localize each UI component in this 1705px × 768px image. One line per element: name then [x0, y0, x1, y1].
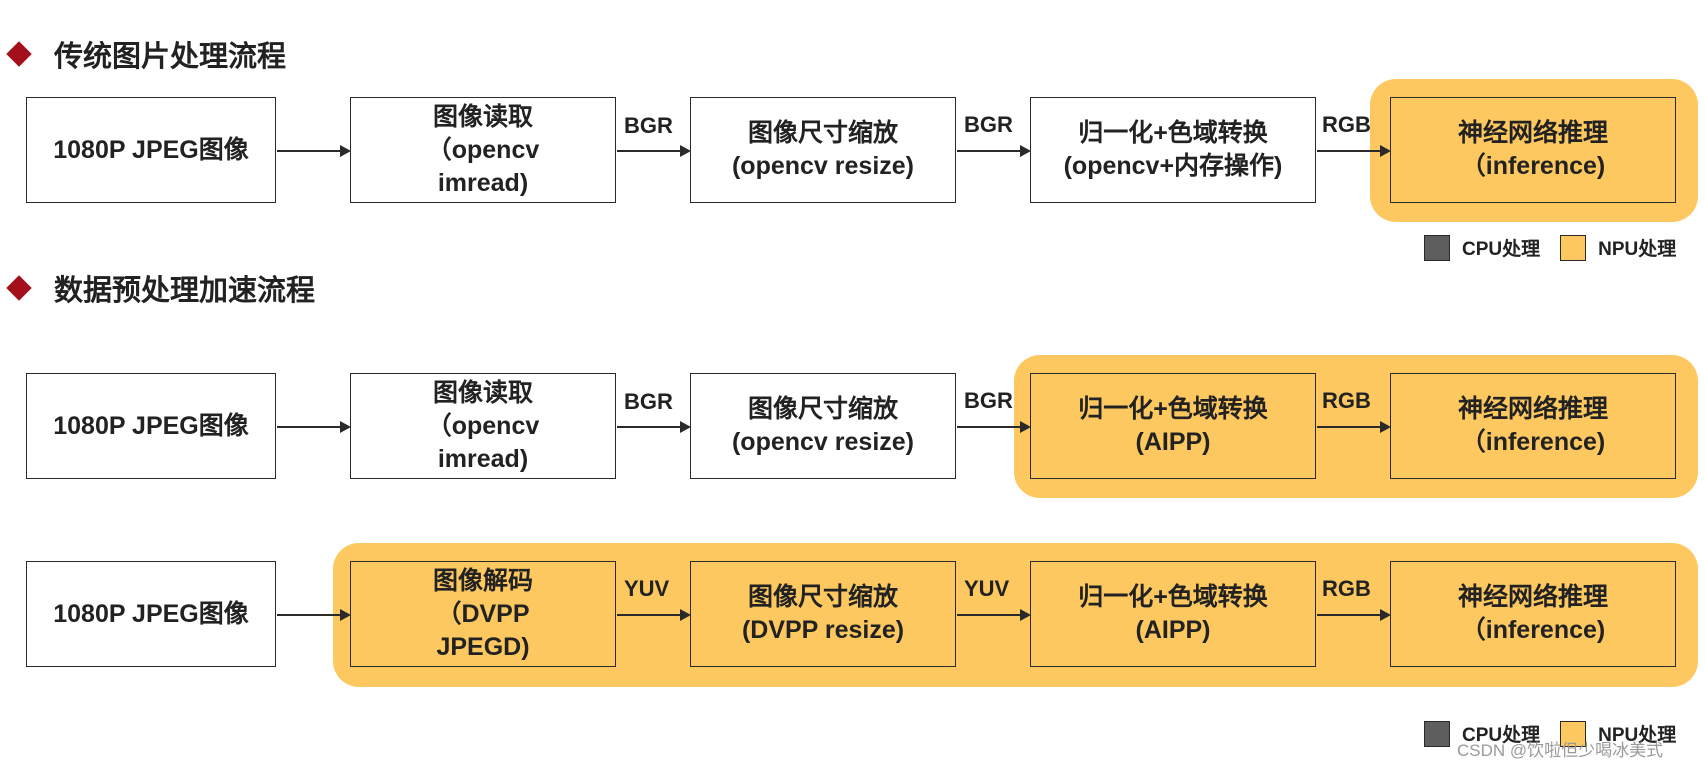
node-row1-jpeg-image: 1080P JPEG图像: [26, 97, 276, 203]
node-label-line: 图像读取: [432, 102, 533, 131]
node-row2-normalize: 归一化+色域转换 (AIPP): [1030, 373, 1316, 479]
node-label-line: (AIPP): [1135, 616, 1211, 644]
legend-npu-label: NPU处理: [1598, 239, 1677, 260]
bullet-diamond-icon: [6, 275, 32, 301]
node-row2-inference: 神经网络推理 （inference): [1390, 373, 1676, 479]
npu-swatch-icon: [1560, 720, 1587, 747]
arrow-row1-4: [1317, 145, 1391, 157]
node-row1-normalize: 归一化+色域转换 (opencv+内存操作): [1030, 97, 1316, 203]
node-label-line: (opencv resize): [731, 428, 914, 456]
node-row1-image-read: 图像读取 （opencv imread): [350, 97, 616, 203]
legend-top: CPU处理 NPU处理: [1424, 234, 1696, 261]
arrow-label-row1-3: BGR: [964, 112, 1013, 137]
node-row2-image-read: 图像读取 （opencv imread): [350, 373, 616, 479]
node-label-line: （opencv: [426, 135, 540, 164]
node-label-line: imread): [437, 168, 529, 197]
arrow-label-row3-2: YUV: [624, 576, 670, 601]
legend-npu-label: NPU处理: [1598, 725, 1677, 746]
arrow-label-row3-3: YUV: [964, 576, 1010, 601]
arrow-row1-2: [617, 145, 691, 157]
bullet-diamond-icon: [6, 41, 32, 67]
node-label-line: （DVPP: [436, 599, 530, 628]
cpu-swatch-icon: [1424, 720, 1450, 747]
arrow-label-row1-4: RGB: [1322, 112, 1371, 137]
legend-bottom: CPU处理 NPU处理: [1424, 720, 1696, 747]
section-title-accelerated-text: 数据预处理加速流程: [54, 275, 316, 307]
arrow-label-row2-2: BGR: [624, 389, 673, 414]
node-row1-inference: 神经网络推理 （inference): [1390, 97, 1676, 203]
arrow-row3-3: [957, 609, 1031, 621]
node-row2-jpeg-image: 1080P JPEG图像: [26, 373, 276, 479]
node-label-line: 1080P JPEG图像: [53, 599, 249, 628]
node-label-line: 神经网络推理: [1457, 583, 1608, 611]
arrow-label-row2-4: RGB: [1322, 388, 1371, 413]
node-label-line: 1080P JPEG图像: [53, 135, 249, 164]
node-label-line: (DVPP resize): [741, 616, 905, 644]
node-label-line: 图像尺寸缩放: [747, 395, 898, 423]
node-row3-inference: 神经网络推理 （inference): [1390, 561, 1676, 667]
node-label-line: 神经网络推理: [1457, 119, 1608, 147]
node-label-line: (AIPP): [1135, 428, 1211, 456]
node-row1-resize: 图像尺寸缩放 (opencv resize): [690, 97, 956, 203]
watermark: CSDN @饮啦但少喝冰美式: [1457, 741, 1664, 760]
node-row2-resize: 图像尺寸缩放 (opencv resize): [690, 373, 956, 479]
arrow-label-row2-3: BGR: [964, 388, 1013, 413]
node-row3-jpeg-image: 1080P JPEG图像: [26, 561, 276, 667]
node-label-line: 归一化+色域转换: [1078, 119, 1268, 147]
arrow-row3-2: [617, 609, 691, 621]
arrow-row2-3: [957, 421, 1031, 433]
node-label-line: 图像读取: [432, 378, 533, 407]
arrow-row3-1: [277, 609, 351, 621]
node-label-line: 图像尺寸缩放: [747, 583, 898, 611]
node-label-line: 归一化+色域转换: [1078, 395, 1268, 423]
arrow-row1-1: [277, 145, 351, 157]
arrow-label-row3-4: RGB: [1322, 576, 1371, 601]
arrow-row2-4: [1317, 421, 1391, 433]
node-label-line: 图像尺寸缩放: [747, 119, 898, 147]
legend-cpu-label: CPU处理: [1462, 725, 1541, 746]
node-label-line: 归一化+色域转换: [1078, 583, 1268, 611]
node-label-line: 1080P JPEG图像: [53, 411, 249, 440]
node-label-line: （inference): [1460, 616, 1606, 644]
node-label-line: 图像解码: [432, 566, 533, 595]
legend-cpu-label: CPU处理: [1462, 239, 1541, 260]
section-title-traditional-text: 传统图片处理流程: [54, 41, 287, 73]
arrow-row3-4: [1317, 609, 1391, 621]
node-label-line: （opencv: [426, 411, 540, 440]
node-row3-decode: 图像解码 （DVPP JPEGD): [350, 561, 616, 667]
node-label-line: imread): [437, 444, 529, 473]
node-label-line: 神经网络推理: [1457, 395, 1608, 423]
node-label-line: （inference): [1460, 428, 1606, 456]
npu-swatch-icon: [1560, 234, 1587, 261]
arrow-row2-1: [277, 421, 351, 433]
section-title-traditional: 传统图片处理流程: [6, 33, 287, 75]
node-row3-normalize: 归一化+色域转换 (AIPP): [1030, 561, 1316, 667]
node-row3-resize: 图像尺寸缩放 (DVPP resize): [690, 561, 956, 667]
arrow-row2-2: [617, 421, 691, 433]
section-title-accelerated: 数据预处理加速流程: [6, 267, 316, 309]
arrow-row1-3: [957, 145, 1031, 157]
node-label-line: （inference): [1460, 152, 1606, 180]
arrow-label-row1-2: BGR: [624, 113, 673, 138]
cpu-swatch-icon: [1424, 234, 1450, 261]
node-label-line: (opencv+内存操作): [1063, 152, 1283, 180]
node-label-line: JPEGD): [436, 632, 530, 661]
node-label-line: (opencv resize): [731, 152, 914, 180]
